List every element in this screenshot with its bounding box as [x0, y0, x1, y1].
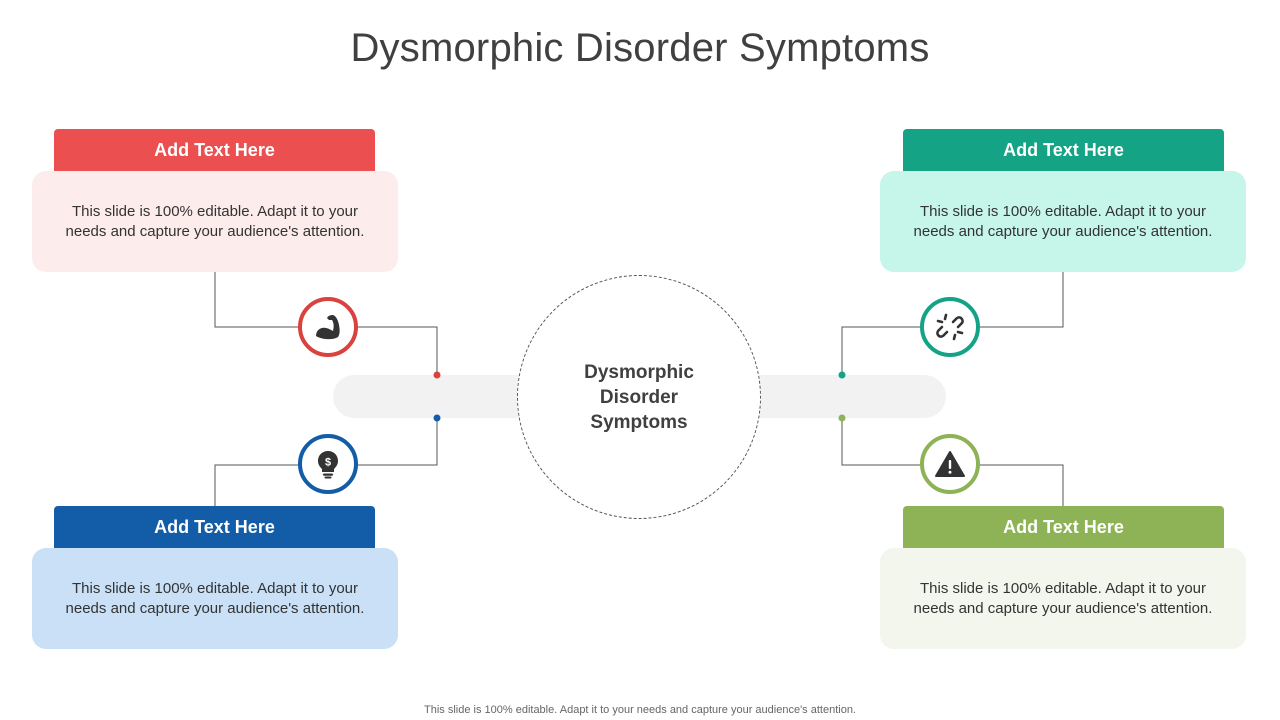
warning-triangle-icon	[935, 451, 965, 477]
card-body-bottom-left: This slide is 100% editable. Adapt it to…	[32, 548, 398, 649]
slide-title: Dysmorphic Disorder Symptoms	[350, 26, 930, 70]
card-body-bottom-right: This slide is 100% editable. Adapt it to…	[880, 548, 1246, 649]
card-heading-top-right: Add Text Here	[903, 129, 1224, 171]
card-text-bottom-right: This slide is 100% editable. Adapt it to…	[913, 579, 1213, 617]
icon-ring-top-right	[920, 297, 980, 357]
lightbulb-dollar-icon: $	[318, 451, 338, 479]
card-heading-top-left: Add Text Here	[54, 129, 375, 171]
card-heading-bottom-right: Add Text Here	[903, 506, 1224, 548]
dot-top-right	[838, 371, 846, 379]
card-body-top-right: This slide is 100% editable. Adapt it to…	[880, 171, 1246, 272]
card-text-top-left: This slide is 100% editable. Adapt it to…	[65, 202, 365, 240]
footer-note: This slide is 100% editable. Adapt it to…	[424, 704, 856, 716]
card-text-bottom-left: This slide is 100% editable. Adapt it to…	[65, 579, 365, 617]
svg-text:$: $	[325, 457, 331, 469]
icon-ring-top-left	[298, 297, 358, 357]
center-circle: Dysmorphic Disorder Symptoms	[517, 275, 761, 519]
icon-ring-bottom-right	[920, 434, 980, 494]
dot-top-left	[433, 371, 441, 379]
card-heading-bottom-left: Add Text Here	[54, 506, 375, 548]
icon-ring-bottom-left: $	[298, 434, 358, 494]
flexed-bicep-icon	[316, 315, 340, 340]
card-text-top-right: This slide is 100% editable. Adapt it to…	[913, 202, 1213, 240]
dot-bottom-left	[433, 414, 441, 422]
card-body-top-left: This slide is 100% editable. Adapt it to…	[32, 171, 398, 272]
broken-link-icon	[936, 313, 964, 341]
dot-bottom-right	[838, 414, 846, 422]
center-label: Dysmorphic Disorder Symptoms	[584, 361, 694, 433]
